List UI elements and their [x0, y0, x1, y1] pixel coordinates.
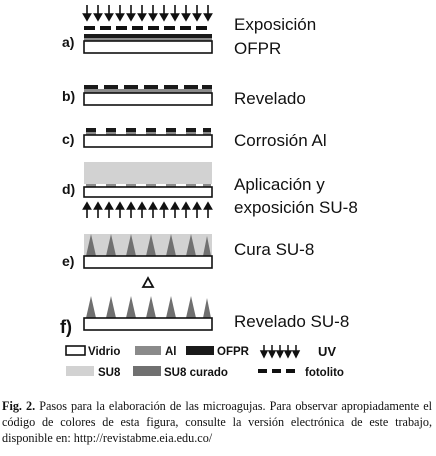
step-letter-e: e): [62, 253, 74, 269]
caption-lead: Fig. 2.: [2, 399, 36, 413]
glass-substrate-a: [83, 40, 213, 54]
step-label-e: Cura SU-8: [234, 240, 314, 259]
legend-label-su8-cured: SU8 curado: [164, 367, 228, 379]
legend-label-al: Al: [165, 346, 177, 358]
process-figure: a) b) c) d) e) f) Exposición OFPR Revela…: [60, 5, 358, 379]
glass-substrate-b: [83, 92, 213, 106]
ofpr-swatch: [186, 346, 214, 355]
step-label-a-line2: OFPR: [234, 39, 281, 58]
step-label-a-line1: Exposición: [234, 15, 316, 34]
legend-label-su8: SU8: [98, 367, 121, 379]
glass-substrate-f: [83, 317, 213, 331]
step-letter-a: a): [62, 34, 74, 50]
step-letter-c: c): [62, 131, 74, 147]
legend-label-photomask: fotolito: [305, 367, 344, 379]
heat-triangle-icon: [141, 276, 155, 288]
al-pattern-d: [86, 184, 211, 187]
step-d: [82, 162, 213, 218]
su8-layer-d: [84, 162, 212, 184]
legend: Vidrio Al OFPR UV SU8 SU8 curado fotolit…: [65, 344, 344, 379]
legend-label-ofpr: OFPR: [217, 346, 250, 358]
step-label-d-line2: exposición SU-8: [234, 198, 358, 217]
legend-label-uv: UV: [318, 344, 336, 359]
su8-cured-needles-e: [86, 234, 211, 256]
glass-substrate-e: [83, 255, 213, 269]
su8-layer-e: [84, 234, 212, 256]
al-layer-b: [84, 89, 212, 93]
uv-arrows-icon: [259, 345, 301, 359]
legend-label-glass: Vidrio: [88, 346, 120, 358]
caption-text: Pasos para la elaboración de las microag…: [2, 399, 433, 445]
su8-swatch: [66, 366, 94, 376]
glass-swatch: [65, 345, 86, 356]
su8-needles-f: [86, 296, 211, 318]
step-c: [83, 128, 213, 148]
step-label-d-line1: Aplicación y: [234, 175, 325, 194]
step-label-c: Corrosión Al: [234, 131, 327, 150]
step-a: [82, 5, 213, 54]
step-e: [83, 234, 213, 288]
glass-substrate-d: [83, 186, 213, 198]
glass-substrate-c: [83, 134, 213, 148]
su8-cured-swatch: [133, 366, 161, 376]
step-letter-d: d): [62, 181, 75, 197]
ofpr-layer-a: [84, 34, 212, 38]
uv-arrows-bottom-icon: [82, 201, 213, 218]
ofpr-al-pattern-c: [86, 128, 211, 135]
step-label-f: Revelado SU-8: [234, 312, 349, 331]
ofpr-pattern-b: [84, 85, 212, 89]
figure-caption: Fig. 2. Pasos para la elaboración de las…: [2, 398, 432, 446]
step-letter-b: b): [62, 88, 75, 104]
step-f: [83, 296, 213, 331]
step-letter-f: f): [60, 317, 72, 337]
uv-arrows-top-icon: [82, 5, 213, 22]
al-layer-a: [84, 38, 212, 41]
step-b: [83, 85, 213, 106]
step-label-b: Revelado: [234, 89, 306, 108]
al-swatch: [135, 346, 161, 355]
